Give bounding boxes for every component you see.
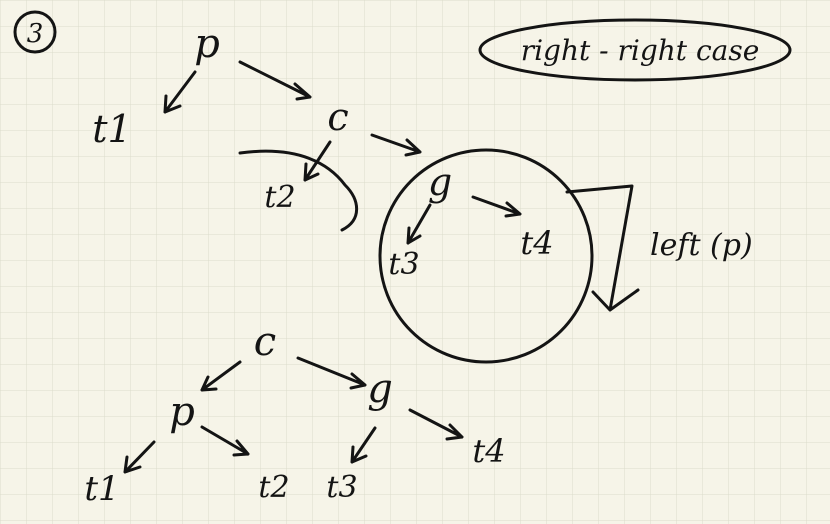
step-circle: [13, 10, 57, 54]
edge-g-t4: [408, 408, 464, 441]
after-node-t3: t3: [326, 470, 357, 505]
before-node-t4: t4: [520, 224, 553, 262]
edge-g-t4: [471, 195, 522, 218]
after-node-t4: t4: [472, 432, 505, 470]
step-marker: 3: [13, 10, 57, 54]
edge-p-t1: [123, 440, 156, 474]
before-node-t1: t1: [92, 107, 131, 151]
case-annotation: right - right case: [478, 18, 792, 82]
after-node-p: p: [169, 389, 195, 435]
edge-p-t1: [163, 70, 197, 114]
before-node-t2: t2: [264, 180, 295, 215]
before-tree: p t1 c t2 g t3 t4 left (p): [92, 21, 753, 364]
after-node-t2: t2: [258, 470, 289, 505]
after-node-g: g: [367, 366, 393, 412]
before-node-c: c: [327, 95, 348, 139]
edge-c-p: [200, 360, 242, 392]
before-node-p: p: [194, 21, 220, 67]
case-ellipse: [478, 18, 792, 82]
edge-c-g: [370, 133, 422, 157]
after-node-t1: t1: [84, 469, 119, 509]
rotation-arrow: [565, 184, 640, 312]
after-node-c: c: [254, 319, 276, 365]
operation-label: left (p): [650, 228, 753, 263]
case-label: right - right case: [521, 34, 760, 67]
edge-g-t3: [406, 203, 432, 245]
after-tree: c p g t1 t2 t3 t4: [84, 319, 505, 509]
step-number: 3: [27, 19, 44, 49]
subtree-circle: [378, 148, 594, 364]
edge-g-t3: [350, 426, 377, 464]
edge-p-c: [238, 60, 312, 101]
edge-c-g: [296, 356, 367, 390]
edge-p-t2: [200, 425, 250, 457]
before-node-g: g: [428, 160, 452, 204]
cut-mark: [238, 149, 359, 232]
before-node-t3: t3: [388, 247, 419, 282]
